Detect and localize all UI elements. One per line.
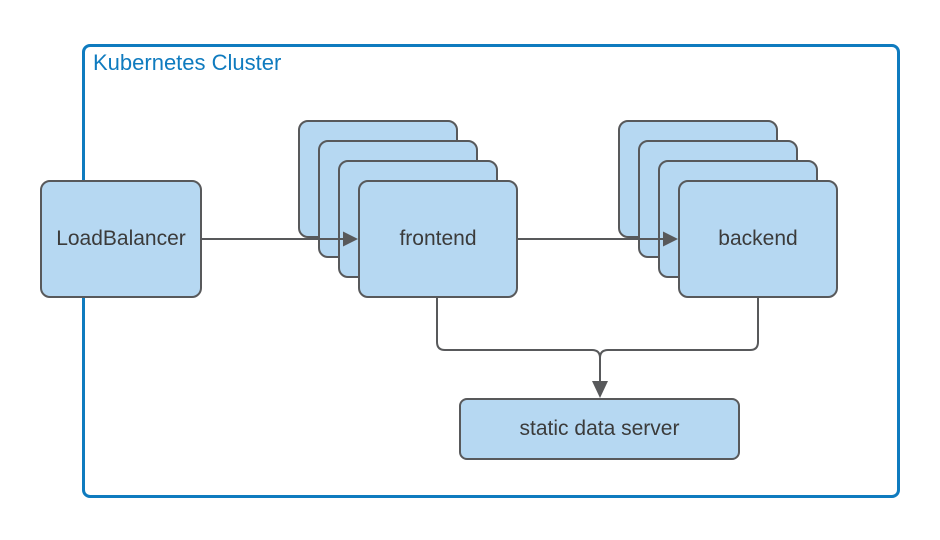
node-loadbalancer[interactable]: LoadBalancer [40,180,202,298]
node-frontend[interactable]: frontend [358,180,518,298]
frontend-label: frontend [399,227,477,250]
loadbalancer-label: LoadBalancer [56,227,186,250]
node-backend[interactable]: backend [678,180,838,298]
node-static-data-server[interactable]: static data server [459,398,740,460]
frontend-replica-stack[interactable]: frontend [298,120,518,298]
static-data-server-label: static data server [519,417,680,440]
cluster-label: Kubernetes Cluster [93,50,282,75]
backend-label: backend [718,227,798,250]
backend-replica-stack[interactable]: backend [618,120,838,298]
